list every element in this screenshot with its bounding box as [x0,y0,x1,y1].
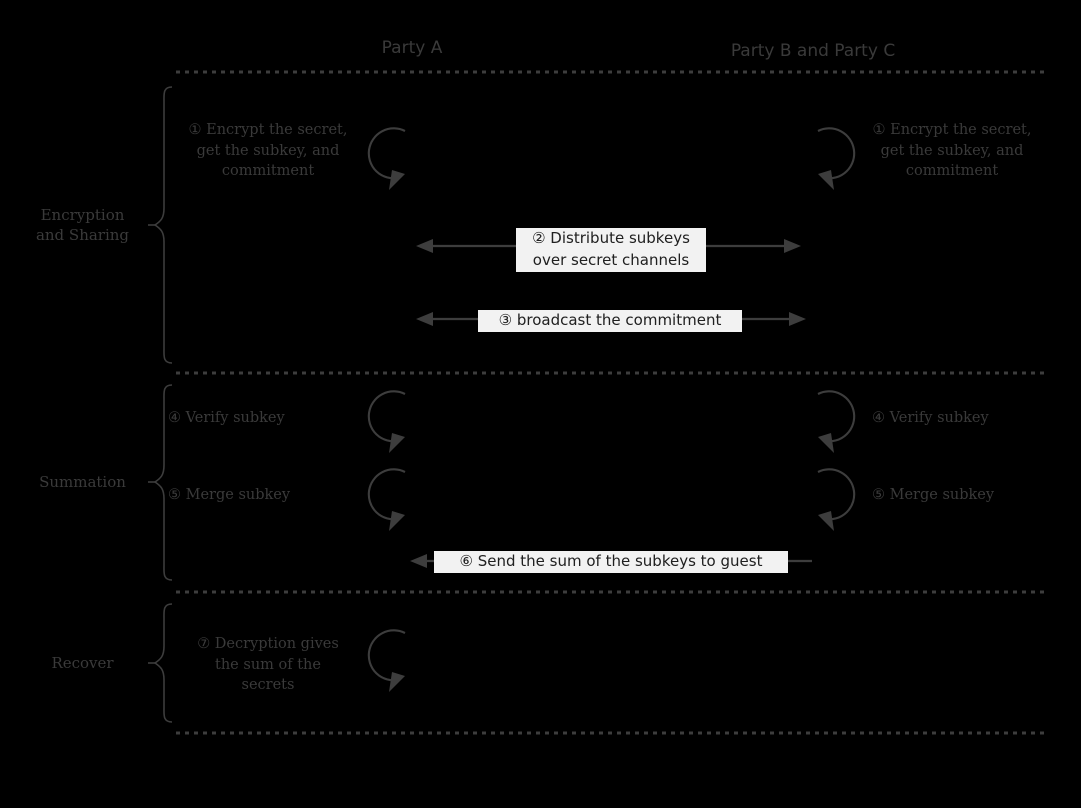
step-1-label-party-a: ① Encrypt the secret, get the subkey, an… [188,122,348,180]
step-5-label-party-a: ⑤ Merge subkey [168,487,291,503]
self-loop-step-5-party-bc [817,468,856,531]
step-6-message-label: ⑥ Send the sum of the subkeys to guest [434,551,788,573]
phase-label-recover: Recover [51,654,114,672]
step-7-label-party-a: ⑦ Decryption gives the sum of the secret… [197,636,339,694]
step-4-label-party-bc: ④ Verify subkey [872,410,989,426]
step-2-message-label: ② Distribute subkeys over secret channel… [516,228,706,272]
self-loop-step-5-party-a [367,468,406,531]
step-1-label-party-bc: ① Encrypt the secret, get the subkey, an… [872,122,1032,180]
self-loop-step-7-party-a [367,629,406,692]
self-loop-step-1-party-bc [817,127,856,190]
step-4-label-party-a: ④ Verify subkey [168,410,285,426]
step-3-message-label: ③ broadcast the commitment [478,310,742,332]
lane-header-party-b-and-c: Party B and Party C [730,41,896,61]
self-loop-step-1-party-a [367,127,406,190]
step-5-label-party-bc: ⑤ Merge subkey [872,487,995,503]
lane-header-party-a: Party A [381,38,443,58]
phase-label-encryption-and-sharing: Encryption and Sharing [35,206,130,245]
self-loop-step-4-party-bc [817,390,856,453]
self-loop-step-4-party-a [367,390,406,453]
phase-label-summation: Summation [39,473,126,491]
